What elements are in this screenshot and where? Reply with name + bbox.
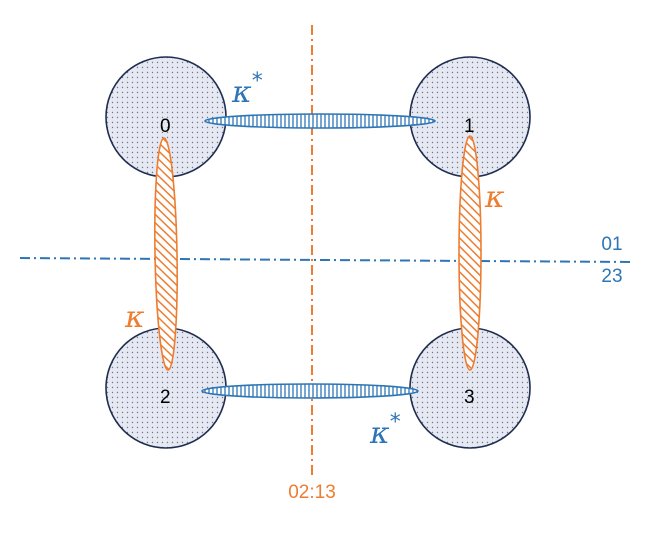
horizontal-cut-label-top: 01 (601, 234, 622, 255)
kappa-star-bottom-superscript: * (390, 410, 401, 435)
kappa-right-label: κ (484, 180, 505, 215)
horizontal-cut-line (19, 257, 631, 263)
vertical-cut-label: 02:13 (288, 482, 336, 503)
node-1-label: 1 (464, 116, 475, 137)
horizontal-cut-label-bottom: 23 (601, 266, 622, 287)
kappa-star-bottom-symbol: κ (369, 416, 390, 451)
coupling-1-3-ellipse (458, 135, 482, 371)
kappa-star-top-symbol: κ (231, 75, 252, 110)
kappa-left-label: κ (124, 300, 145, 335)
coupling-0-1-ellipse (204, 113, 436, 129)
kappa-star-top-label: κ* (231, 69, 263, 110)
node-3-label: 3 (464, 387, 475, 408)
kappa-star-bottom-label: κ* (369, 410, 401, 451)
coupling-0-2-ellipse (154, 137, 178, 371)
node-2-label: 2 (160, 387, 171, 408)
node-0-label: 0 (160, 116, 171, 137)
coupling-2-3-ellipse (201, 383, 419, 399)
kappa-star-top-superscript: * (252, 69, 263, 94)
